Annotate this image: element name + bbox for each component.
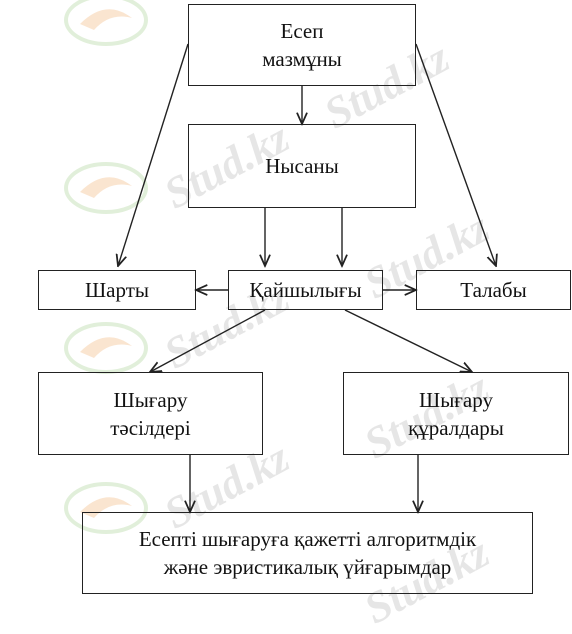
node-text-line: және эвристикалық үйғарымдар xyxy=(163,555,452,579)
node-text-line: Есепті шығаруға қажетті алгоритмдік xyxy=(138,527,477,551)
node-text-line: Шығару xyxy=(113,387,188,412)
node-text-line: құралдары xyxy=(408,415,504,440)
node-nysany: Нысаны xyxy=(188,124,416,208)
node-text-line: Қайшылығы xyxy=(249,278,362,302)
node-text-line: Шарты xyxy=(84,278,149,302)
arrow-esep-to-sharty xyxy=(118,43,189,266)
node-text-line: Есеп xyxy=(280,19,324,43)
node-talaby: Талабы xyxy=(416,270,571,310)
node-text-line: Талабы xyxy=(460,278,527,302)
node-shygaru-kuraldary: Шығару құралдары xyxy=(343,372,569,455)
node-text-line: Нысаны xyxy=(265,154,339,178)
arrow-kaishylygy-to-tasilderi xyxy=(150,309,266,372)
node-shygaru-tasilderi: Шығару тәсілдері xyxy=(38,372,263,455)
arrow-kaishylygy-to-kuraldary xyxy=(344,309,472,372)
node-kaishylygy: Қайшылығы xyxy=(228,270,383,310)
node-text-line: тәсілдері xyxy=(110,415,191,440)
node-algoritm: Есепті шығаруға қажетті алгоритмдік және… xyxy=(82,512,533,594)
node-esep-mazmuny: Есеп мазмұны xyxy=(188,4,416,86)
node-sharty: Шарты xyxy=(38,270,196,310)
node-text-line: Шығару xyxy=(419,387,493,412)
arrow-esep-to-talaby xyxy=(415,43,496,266)
node-text-line: мазмұны xyxy=(262,47,342,71)
connector-lines xyxy=(0,43,572,600)
